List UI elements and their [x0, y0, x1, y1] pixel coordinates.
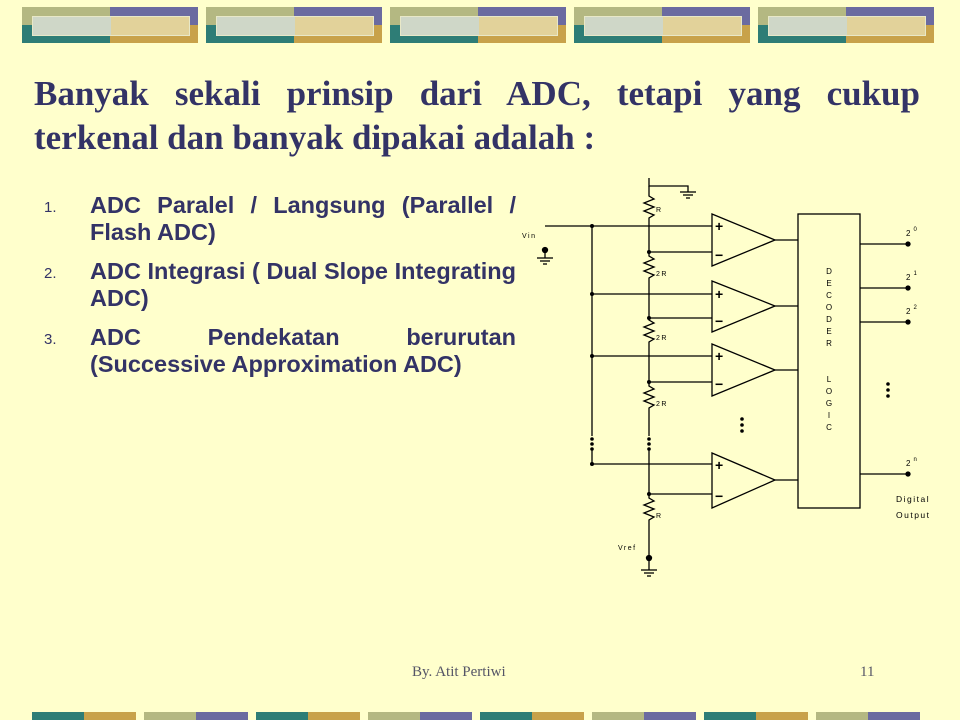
band-tile — [22, 7, 198, 43]
output-terminal — [905, 471, 911, 477]
list-item: 2. ADC Integrasi ( Dual Slope Integratin… — [44, 258, 516, 312]
minus-sign: − — [715, 247, 723, 263]
decoder-letter: D — [826, 267, 832, 276]
plus-sign: + — [715, 457, 723, 473]
list-item: 3. ADC Pendekatan berurutan (Successive … — [44, 324, 516, 378]
decoder-letter: D — [826, 315, 832, 324]
resistor-label: R — [656, 207, 663, 214]
decoder-letter: G — [826, 399, 832, 408]
decoder-letter: L — [827, 375, 832, 384]
list-number: 1. — [44, 199, 57, 216]
vref-terminal — [645, 554, 653, 562]
output-terminal — [905, 241, 911, 247]
vref-label: Vref — [618, 545, 637, 552]
resistor-label: R — [656, 513, 663, 520]
top-decorative-band — [0, 0, 960, 50]
decoder-letter: C — [826, 291, 832, 300]
decoder-letter: I — [828, 411, 830, 420]
decoder-letter: O — [826, 387, 832, 396]
top-wire — [648, 178, 689, 192]
list-number: 3. — [44, 331, 57, 348]
list-text: ADC Pendekatan berurutan (Successive App… — [90, 324, 516, 377]
comparator — [711, 343, 777, 397]
resistor-label: 2R — [656, 401, 668, 408]
band-tile — [390, 7, 566, 43]
comparator — [711, 213, 777, 267]
ground-icon — [641, 569, 657, 577]
list-text: ADC Integrasi ( Dual Slope Integrating A… — [90, 258, 516, 311]
minus-sign: − — [715, 488, 723, 504]
list-text: ADC Paralel / Langsung (Parallel / Flash… — [90, 192, 516, 245]
decoder-letter: O — [826, 303, 832, 312]
vin-terminal — [541, 246, 549, 254]
decoder-letter: R — [826, 339, 832, 348]
resistor-label: 2R — [656, 271, 668, 278]
decoder-letter: E — [826, 279, 831, 288]
digital-label: Digital — [896, 494, 930, 504]
continuation-dots — [590, 382, 890, 451]
list-item: 1. ADC Paralel / Langsung (Parallel / Fl… — [44, 192, 516, 246]
output-terminal — [905, 319, 911, 325]
flash-adc-circuit-diagram: Vin Vref R 2R 2R 2R R + − + − + − + − D … — [522, 178, 931, 577]
plus-sign: + — [715, 218, 723, 234]
ground-icon — [680, 191, 696, 199]
minus-sign: − — [715, 376, 723, 392]
junction-dots — [590, 224, 651, 496]
decoder-letter: C — [826, 423, 832, 432]
band-tile — [758, 7, 934, 43]
list-number: 2. — [44, 265, 57, 282]
ground-icon — [537, 257, 553, 265]
output-label: Output — [896, 510, 931, 520]
band-tile — [574, 7, 750, 43]
comparator — [711, 280, 777, 333]
output-terminal — [905, 285, 911, 291]
vin-bus — [545, 225, 593, 464]
resistor-ladder — [642, 186, 656, 534]
vin-label: Vin — [522, 233, 537, 240]
footer-author: By. Atit Pertiwi — [412, 664, 506, 680]
band-tile — [206, 7, 382, 43]
page-number: 11 — [860, 664, 875, 680]
bottom-decorative-band — [0, 712, 960, 720]
resistor-label: 2R — [656, 335, 668, 342]
decoder-logic-block — [797, 213, 861, 509]
plus-sign: + — [715, 348, 723, 364]
plus-sign: + — [715, 286, 723, 302]
decoder-letter: E — [826, 327, 831, 336]
comparator — [711, 452, 777, 510]
slide-title: Banyak sekali prinsip dari ADC, tetapi y… — [34, 74, 920, 157]
minus-sign: − — [715, 313, 723, 329]
adc-type-list: 1. ADC Paralel / Langsung (Parallel / Fl… — [44, 192, 516, 390]
